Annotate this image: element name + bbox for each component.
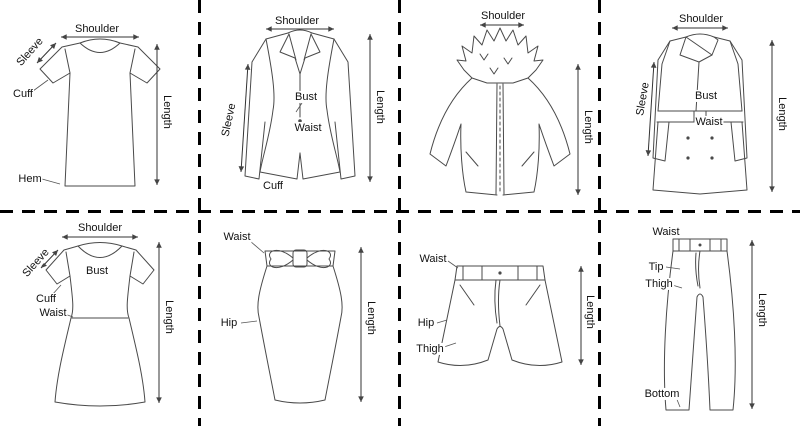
label-cuff: Cuff <box>262 179 284 193</box>
label-bust: Bust <box>293 90 319 104</box>
label-shoulder: Shoulder <box>677 12 725 26</box>
label-cuff: Cuff <box>35 292 57 306</box>
label-shoulder: Shoulder <box>76 221 124 235</box>
label-cuff: Cuff <box>12 87 34 101</box>
fur-coat-drawing <box>429 22 581 196</box>
panel-trench-coat: Shoulder Sleeve Bust Waist Length <box>600 0 800 213</box>
panel-shorts: Waist Hip Thigh Length <box>400 213 600 426</box>
label-bottom: Bottom <box>643 387 681 401</box>
pants-drawing <box>663 238 755 411</box>
trench-coat-drawing <box>645 25 775 195</box>
label-waist: Waist <box>418 252 448 266</box>
panel-pants: Waist Tip Thigh Bottom Length <box>600 213 800 426</box>
label-hip: Hip <box>416 316 436 330</box>
label-length: Length <box>160 94 174 130</box>
label-bust: Bust <box>693 89 719 103</box>
label-waist: Waist <box>222 230 252 244</box>
panel-fur-hooded-coat: Shoulder Length <box>400 0 600 213</box>
label-length: Length <box>775 96 789 132</box>
panel-dress: Shoulder Sleeve Bust Cuff Waist Length <box>0 213 200 426</box>
label-bust: Bust <box>84 264 110 278</box>
label-length: Length <box>162 299 176 335</box>
separator-vertical-2 <box>398 0 401 426</box>
panel-pencil-skirt: Waist Hip Length <box>200 213 400 426</box>
separator-horizontal <box>0 210 800 213</box>
label-shoulder: Shoulder <box>73 22 121 36</box>
label-length: Length <box>373 89 387 125</box>
label-hem: Hem <box>17 172 43 186</box>
label-shoulder: Shoulder <box>273 14 321 28</box>
label-thigh: Thigh <box>415 342 445 356</box>
separator-vertical-1 <box>198 0 201 426</box>
label-waist: Waist <box>651 225 681 239</box>
tshirt-drawing <box>32 34 161 187</box>
label-waist: Waist <box>38 306 68 320</box>
label-length: Length <box>364 300 378 336</box>
label-tip: Tip <box>647 260 665 274</box>
label-hip: Hip <box>219 316 239 330</box>
panel-tshirt: Shoulder Sleeve Cuff Hem Length <box>0 0 200 213</box>
blazer-drawing <box>238 26 373 182</box>
dress-drawing <box>40 234 162 407</box>
label-length: Length <box>755 292 769 328</box>
label-length: Length <box>581 109 595 145</box>
separator-vertical-3 <box>598 0 601 426</box>
label-length: Length <box>583 294 597 330</box>
panel-blazer: Shoulder Sleeve Bust Waist Cuff Length <box>200 0 400 213</box>
shorts-drawing <box>436 260 584 366</box>
skirt-drawing <box>240 240 364 404</box>
label-waist: Waist <box>694 115 724 129</box>
label-shoulder: Shoulder <box>479 9 527 23</box>
label-waist: Waist <box>293 121 323 135</box>
label-thigh: Thigh <box>644 277 674 291</box>
